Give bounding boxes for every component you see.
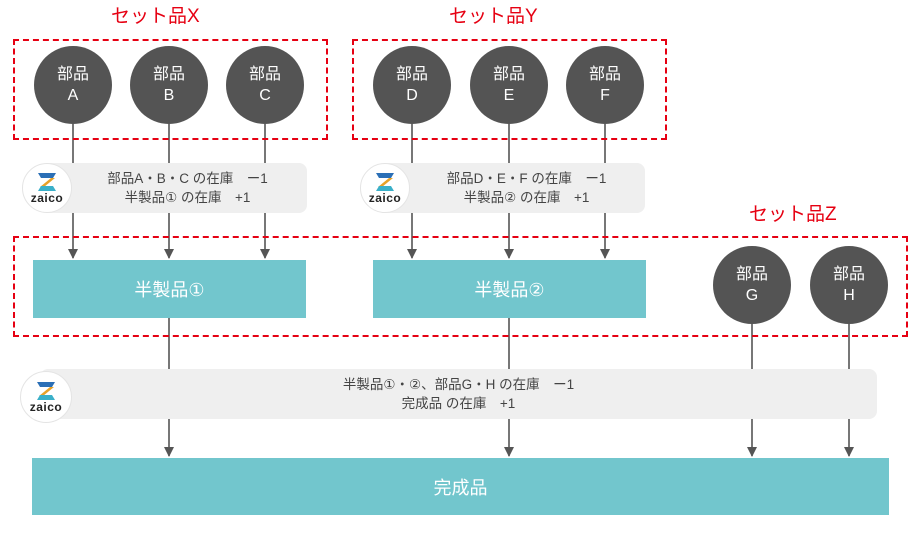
part-e-line2: E xyxy=(503,87,515,104)
set-x-outline xyxy=(13,39,328,140)
part-e-line1: 部品 xyxy=(492,66,525,83)
step-3-line1: 半製品①・②、部品G・H の在庫 ー1 xyxy=(342,377,575,392)
zaico-logo: zaico xyxy=(20,371,72,423)
zaico-logo: zaico xyxy=(360,163,410,213)
part-h-line2: H xyxy=(843,287,855,304)
part-b-node: 部品 B xyxy=(130,46,208,124)
part-h-line1: 部品 xyxy=(832,266,865,283)
step-3-line2: 完成品 の在庫 +1 xyxy=(401,396,516,411)
part-a-line2: A xyxy=(67,87,79,104)
part-c-line1: 部品 xyxy=(248,66,281,83)
step-1-line2: 半製品① の在庫 +1 xyxy=(124,190,251,205)
part-g-node: 部品 G xyxy=(713,246,791,324)
set-y-outline xyxy=(352,39,667,140)
zaico-mark-icon xyxy=(38,173,56,191)
part-c-line2: C xyxy=(259,87,271,104)
part-a-line1: 部品 xyxy=(56,66,89,83)
zaico-wordmark: zaico xyxy=(30,191,64,205)
step-bar-1: 部品A・B・C の在庫 ー1 半製品① の在庫 +1 xyxy=(40,163,307,213)
part-d-line1: 部品 xyxy=(395,66,428,83)
zaico-mark-icon xyxy=(37,382,55,400)
set-z-outline xyxy=(13,236,908,337)
part-g-line1: 部品 xyxy=(735,266,768,283)
set-z-label: セット品Z xyxy=(749,204,837,225)
part-d-line2: D xyxy=(406,87,418,104)
step-bar-3: 半製品①・②、部品G・H の在庫 ー1 完成品 の在庫 +1 xyxy=(40,369,877,419)
part-c-node: 部品 C xyxy=(226,46,304,124)
final-product-block: 完成品 xyxy=(32,458,889,515)
part-g-line2: G xyxy=(745,287,759,304)
step-2-line2: 半製品② の在庫 +1 xyxy=(463,190,590,205)
part-b-line1: 部品 xyxy=(152,66,185,83)
part-d-node: 部品 D xyxy=(373,46,451,124)
zaico-wordmark: zaico xyxy=(368,191,402,205)
zaico-mark-icon xyxy=(376,173,394,191)
set-x-label: セット品X xyxy=(111,6,200,27)
zaico-wordmark: zaico xyxy=(29,400,63,414)
semi-product-2-block: 半製品② xyxy=(373,260,646,318)
step-1-line1: 部品A・B・C の在庫 ー1 xyxy=(107,171,268,186)
step-bar-2: 部品D・E・F の在庫 ー1 半製品② の在庫 +1 xyxy=(380,163,645,213)
zaico-logo: zaico xyxy=(22,163,72,213)
part-f-line1: 部品 xyxy=(588,66,621,83)
set-y-label: セット品Y xyxy=(449,6,538,27)
part-b-line2: B xyxy=(163,87,175,104)
semi-product-1-block: 半製品① xyxy=(33,260,306,318)
part-f-node: 部品 F xyxy=(566,46,644,124)
part-a-node: 部品 A xyxy=(34,46,112,124)
part-e-node: 部品 E xyxy=(470,46,548,124)
step-2-line1: 部品D・E・F の在庫 ー1 xyxy=(446,171,607,186)
part-f-line2: F xyxy=(600,87,610,104)
part-h-node: 部品 H xyxy=(810,246,888,324)
